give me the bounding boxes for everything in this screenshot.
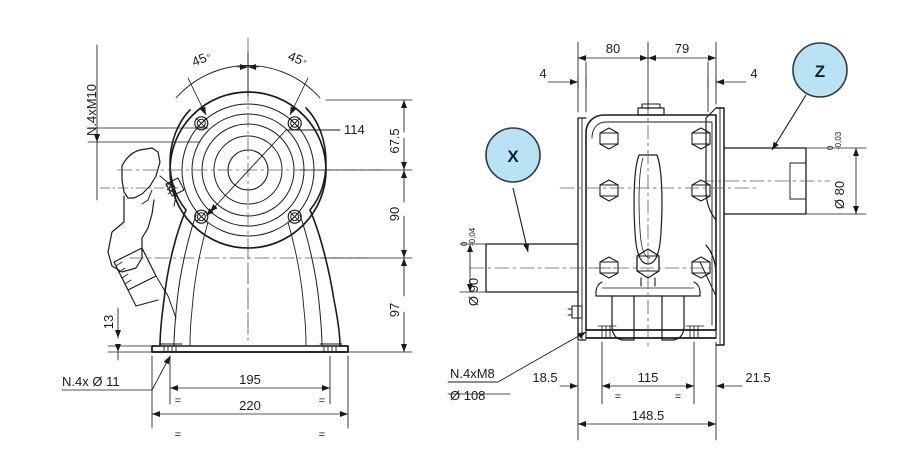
label-dim-220: 220 xyxy=(239,398,261,413)
label-foot-bolts: N.4xM8 xyxy=(450,366,495,381)
label-dim-13: 13 xyxy=(101,315,116,329)
callout-z-label: Z xyxy=(815,62,825,81)
label-shaft-input-tol-upper: 0 xyxy=(460,241,469,246)
equal-mark-right-2: = xyxy=(675,391,681,403)
detail-callout-x[interactable]: X xyxy=(485,127,541,253)
right-view-dimensions xyxy=(447,41,867,441)
label-dim-edge-left: 4 xyxy=(539,66,546,81)
callout-x-circle[interactable] xyxy=(485,127,541,183)
label-dim-80: 80 xyxy=(606,41,620,56)
label-flange-bolts: N.4xM10 xyxy=(84,84,99,136)
right-view-geometry xyxy=(469,99,831,349)
detail-callouts: X Z xyxy=(485,42,848,253)
right-view-labels: 80 79 4 4 Ø 80 0 -0,03 Ø 90 0 -0,04 N.4x… xyxy=(450,41,847,423)
label-base-holes: N.4x Ø 11 xyxy=(62,374,120,389)
label-shaft-output-tol-upper: 0 xyxy=(826,145,835,150)
label-shaft-input-tol-lower: -0,04 xyxy=(468,227,477,246)
equal-mark-left-1: = xyxy=(175,395,181,407)
label-dim-edge-right: 4 xyxy=(750,66,757,81)
label-dim-148-5: 148.5 xyxy=(632,408,665,423)
callout-x-label: X xyxy=(507,147,519,166)
callout-x-leader xyxy=(512,187,530,253)
callout-z-circle[interactable] xyxy=(792,42,848,98)
label-dim-21-5: 21.5 xyxy=(745,370,770,385)
label-dim-79: 79 xyxy=(675,41,689,56)
label-dim-115: 115 xyxy=(638,370,659,385)
label-angle-left: 45° xyxy=(190,48,214,69)
housing-hex-bolts xyxy=(599,127,711,287)
equal-mark-right-1: = xyxy=(615,391,621,403)
label-shaft-output-tol-lower: -0,03 xyxy=(834,131,843,150)
equal-mark-left-2: = xyxy=(319,395,325,407)
label-dim-18-5: 18.5 xyxy=(532,370,557,385)
label-dim-195: 195 xyxy=(239,372,261,387)
left-view-labels: N.4xM10 45° 45° 114 67.5 90 97 13 N.4x Ø… xyxy=(62,48,402,441)
label-angle-right: 45° xyxy=(286,48,310,69)
label-dim-67-5: 67.5 xyxy=(387,128,402,153)
callout-z-leader xyxy=(771,94,807,151)
label-foot-bolt-circle: Ø 108 xyxy=(450,388,485,403)
equal-mark-left-4: = xyxy=(319,429,325,441)
detail-callout-z[interactable]: Z xyxy=(771,42,848,151)
label-shaft-output-dia: Ø 80 xyxy=(832,181,847,209)
label-dim-97: 97 xyxy=(387,303,402,317)
left-view-dimensions xyxy=(61,44,413,429)
label-shaft-input-dia: Ø 90 xyxy=(466,278,481,306)
label-dim-90: 90 xyxy=(387,207,402,221)
equal-mark-left-3: = xyxy=(175,429,181,441)
label-bolt-circle: 114 xyxy=(344,122,365,137)
